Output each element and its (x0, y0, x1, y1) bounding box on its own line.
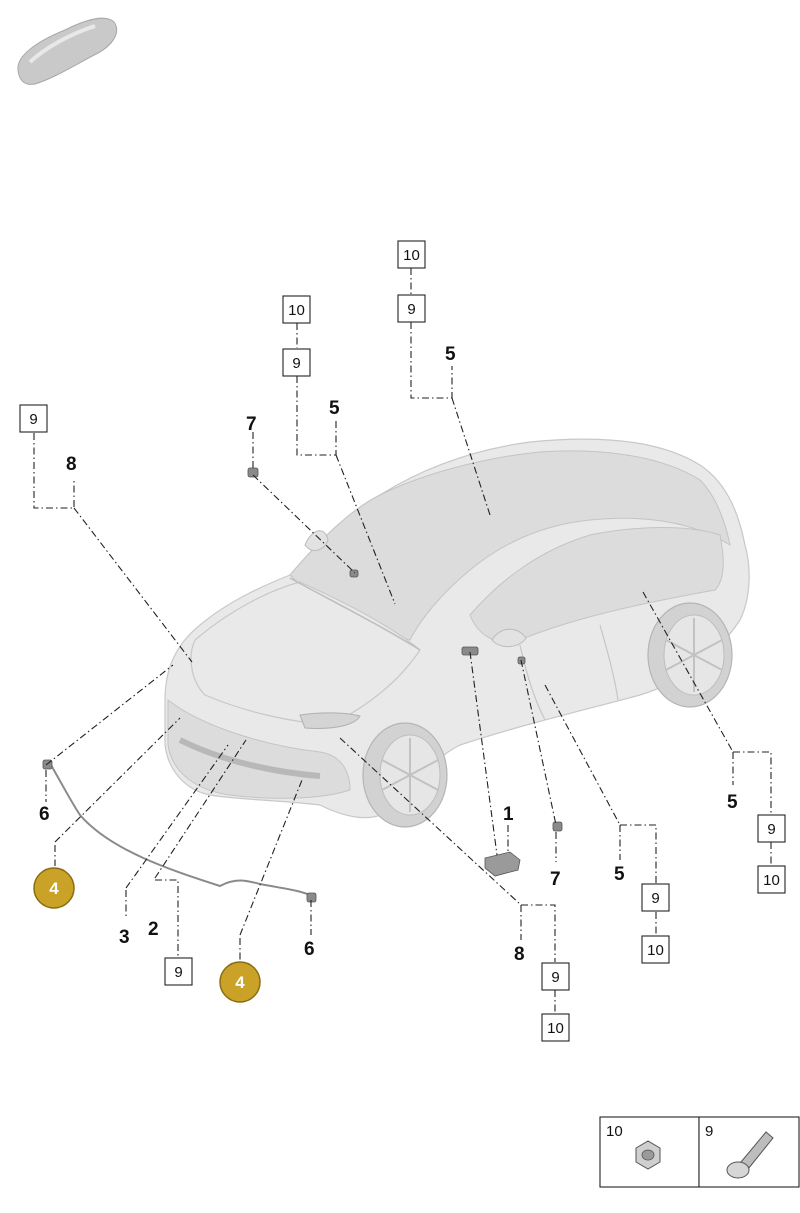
svg-text:10: 10 (647, 942, 664, 959)
legend-nut-label: 10 (606, 1123, 623, 1140)
svg-text:9: 9 (407, 301, 415, 318)
ref-box-9-mid[interactable]: 9 (282, 348, 311, 377)
callout-5-rear[interactable]: 5 (727, 792, 738, 813)
svg-text:9: 9 (551, 969, 559, 986)
svg-text:9: 9 (292, 355, 300, 372)
ref-box-10-top[interactable]: 10 (397, 240, 426, 269)
reference-boxes: 10 9 10 9 9 9 9 10 (19, 240, 786, 1042)
callout-2[interactable]: 2 (148, 919, 159, 940)
svg-text:9: 9 (767, 821, 775, 838)
ref-box-10-mid[interactable]: 10 (282, 295, 311, 324)
callout-6-right[interactable]: 6 (304, 939, 315, 960)
callout-7-top[interactable]: 7 (246, 414, 257, 435)
ref-box-10-bottom[interactable]: 10 (541, 1013, 570, 1042)
ref-box-10-rear[interactable]: 10 (757, 865, 786, 894)
callout-5-mid[interactable]: 5 (329, 398, 340, 419)
svg-text:10: 10 (288, 302, 305, 319)
flange-bolt-icon[interactable] (726, 1131, 774, 1179)
hex-nut-icon[interactable] (635, 1140, 661, 1170)
fastener-legend: 10 9 (599, 1116, 800, 1188)
callout-1[interactable]: 1 (503, 804, 514, 825)
ref-box-9-rear[interactable]: 9 (757, 814, 786, 843)
car-thumbnail-icon[interactable] (17, 17, 118, 85)
ref-box-9-front[interactable]: 9 (164, 957, 193, 986)
callout-labels: 1 2 3 5 5 5 5 6 6 7 7 8 8 (39, 344, 738, 965)
control-unit[interactable] (484, 851, 521, 877)
callout-5-top[interactable]: 5 (445, 344, 456, 365)
ref-box-9-right[interactable]: 9 (641, 883, 670, 912)
rear-wheel (647, 602, 733, 708)
svg-text:9: 9 (651, 890, 659, 907)
callout-5-bottom[interactable]: 5 (614, 864, 625, 885)
svg-text:9: 9 (174, 964, 182, 981)
highlight-callout-4-left[interactable]: 4 (33, 867, 75, 909)
svg-text:10: 10 (547, 1020, 564, 1037)
svg-text:10: 10 (763, 872, 780, 889)
callout-6-left[interactable]: 6 (39, 804, 50, 825)
svg-text:10: 10 (403, 247, 420, 264)
callout-3[interactable]: 3 (119, 927, 130, 948)
svg-text:9: 9 (29, 411, 37, 428)
ref-box-9-bottom[interactable]: 9 (541, 962, 570, 991)
legend-bolt-label: 9 (705, 1123, 713, 1140)
callout-7-bottom[interactable]: 7 (550, 869, 561, 890)
ref-box-9-left[interactable]: 9 (19, 404, 48, 433)
callout-8-bottom[interactable]: 8 (514, 944, 525, 965)
leader-lines (33, 268, 772, 1014)
highlight-callout-4-bottom-label: 4 (235, 973, 245, 992)
front-wheel (362, 722, 448, 828)
vehicle-illustration (47, 438, 750, 897)
highlight-callout-4-left-label: 4 (49, 879, 59, 898)
ref-box-9-top[interactable]: 9 (397, 294, 426, 323)
ref-box-10-right[interactable]: 10 (641, 935, 670, 964)
sensor-parts (42, 467, 563, 903)
callout-8-left[interactable]: 8 (66, 454, 77, 475)
highlight-callout-4-bottom[interactable]: 4 (219, 961, 261, 1003)
